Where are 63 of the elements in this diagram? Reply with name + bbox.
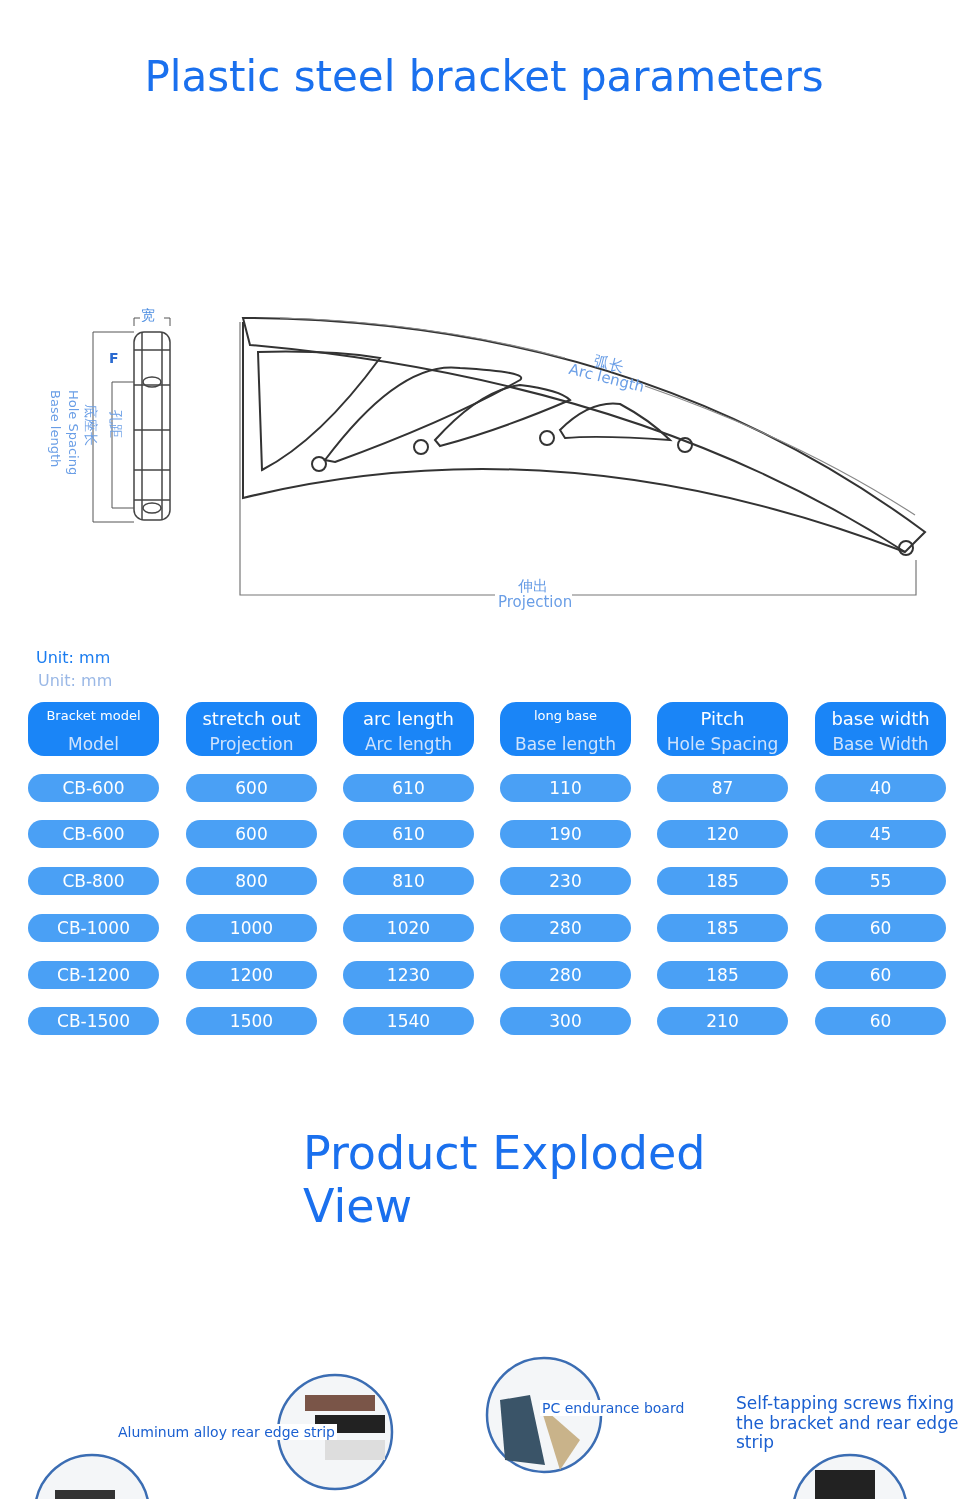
dimension-label: Hole Spacing xyxy=(65,390,80,476)
page-title: Plastic steel bracket parameters xyxy=(143,52,825,101)
table-header-text: Hole Spacing xyxy=(665,734,780,754)
table-cell: 610 xyxy=(343,774,474,802)
table-cell: 60 xyxy=(815,914,946,942)
table-cell: 280 xyxy=(500,914,631,942)
dimension-label: 伸出 xyxy=(518,578,548,595)
table-cell: 185 xyxy=(657,914,788,942)
table-header-text: Base length xyxy=(514,734,617,754)
table-cell: 60 xyxy=(815,1007,946,1035)
table-cell: 300 xyxy=(500,1007,631,1035)
callout-text: Aluminum alloy rear edge strip xyxy=(116,1424,337,1441)
table-header-text: Pitch xyxy=(699,708,746,729)
table-cell: 600 xyxy=(186,774,317,802)
table-cell: CB-600 xyxy=(28,820,159,848)
table-cell: 600 xyxy=(186,820,317,848)
table-header-text: arc length xyxy=(362,708,455,729)
table-cell: 110 xyxy=(500,774,631,802)
table-cell: 190 xyxy=(500,820,631,848)
table-cell: 40 xyxy=(815,774,946,802)
callout-text: PC endurance board xyxy=(540,1400,687,1417)
table-header-text: base width xyxy=(830,708,931,729)
table-cell: 1540 xyxy=(343,1007,474,1035)
table-cell: CB-800 xyxy=(28,867,159,895)
table-cell: 45 xyxy=(815,820,946,848)
table-cell: CB-1500 xyxy=(28,1007,159,1035)
table-cell: CB-600 xyxy=(28,774,159,802)
table-header-text: Arc length xyxy=(363,734,454,754)
unit-note: Unit: mm xyxy=(38,672,113,691)
dimension-label: 孔距 xyxy=(107,410,124,438)
table-header-text: Model xyxy=(66,734,120,754)
table-cell: 810 xyxy=(343,867,474,895)
table-cell: 280 xyxy=(500,961,631,989)
table-header-text: stretch out xyxy=(201,708,302,729)
callout-text: Self-tapping screws fixing the bracket and rear edge strip xyxy=(736,1394,960,1453)
dimension-label: 宽 xyxy=(141,307,155,324)
dimension-label: F xyxy=(109,350,119,367)
table-header-text: Base Width xyxy=(831,734,930,754)
table-cell: 87 xyxy=(657,774,788,802)
table-cell: 185 xyxy=(657,867,788,895)
table-cell: 610 xyxy=(343,820,474,848)
table-cell: CB-1000 xyxy=(28,914,159,942)
table-cell: 1500 xyxy=(186,1007,317,1035)
table-cell: 55 xyxy=(815,867,946,895)
table-cell: 1200 xyxy=(186,961,317,989)
table-header-text: Projection xyxy=(208,734,295,754)
table-cell: 1020 xyxy=(343,914,474,942)
table-cell: 230 xyxy=(500,867,631,895)
table-cell: 185 xyxy=(657,961,788,989)
table-cell: CB-1200 xyxy=(28,961,159,989)
table-cell: 1000 xyxy=(186,914,317,942)
table-header-text: long base xyxy=(532,708,599,723)
dimension-label: Base length xyxy=(47,390,62,468)
table-cell: 60 xyxy=(815,961,946,989)
table-cell: 800 xyxy=(186,867,317,895)
table-header-text: Bracket model xyxy=(45,708,142,723)
table-cell: 210 xyxy=(657,1007,788,1035)
dimension-label: 底座长 xyxy=(82,404,99,446)
unit-note: Unit: mm xyxy=(36,649,111,668)
dimension-label: Projection xyxy=(498,594,573,612)
section-heading: Product Exploded View xyxy=(303,1127,707,1233)
table-cell: 120 xyxy=(657,820,788,848)
table-cell: 1230 xyxy=(343,961,474,989)
